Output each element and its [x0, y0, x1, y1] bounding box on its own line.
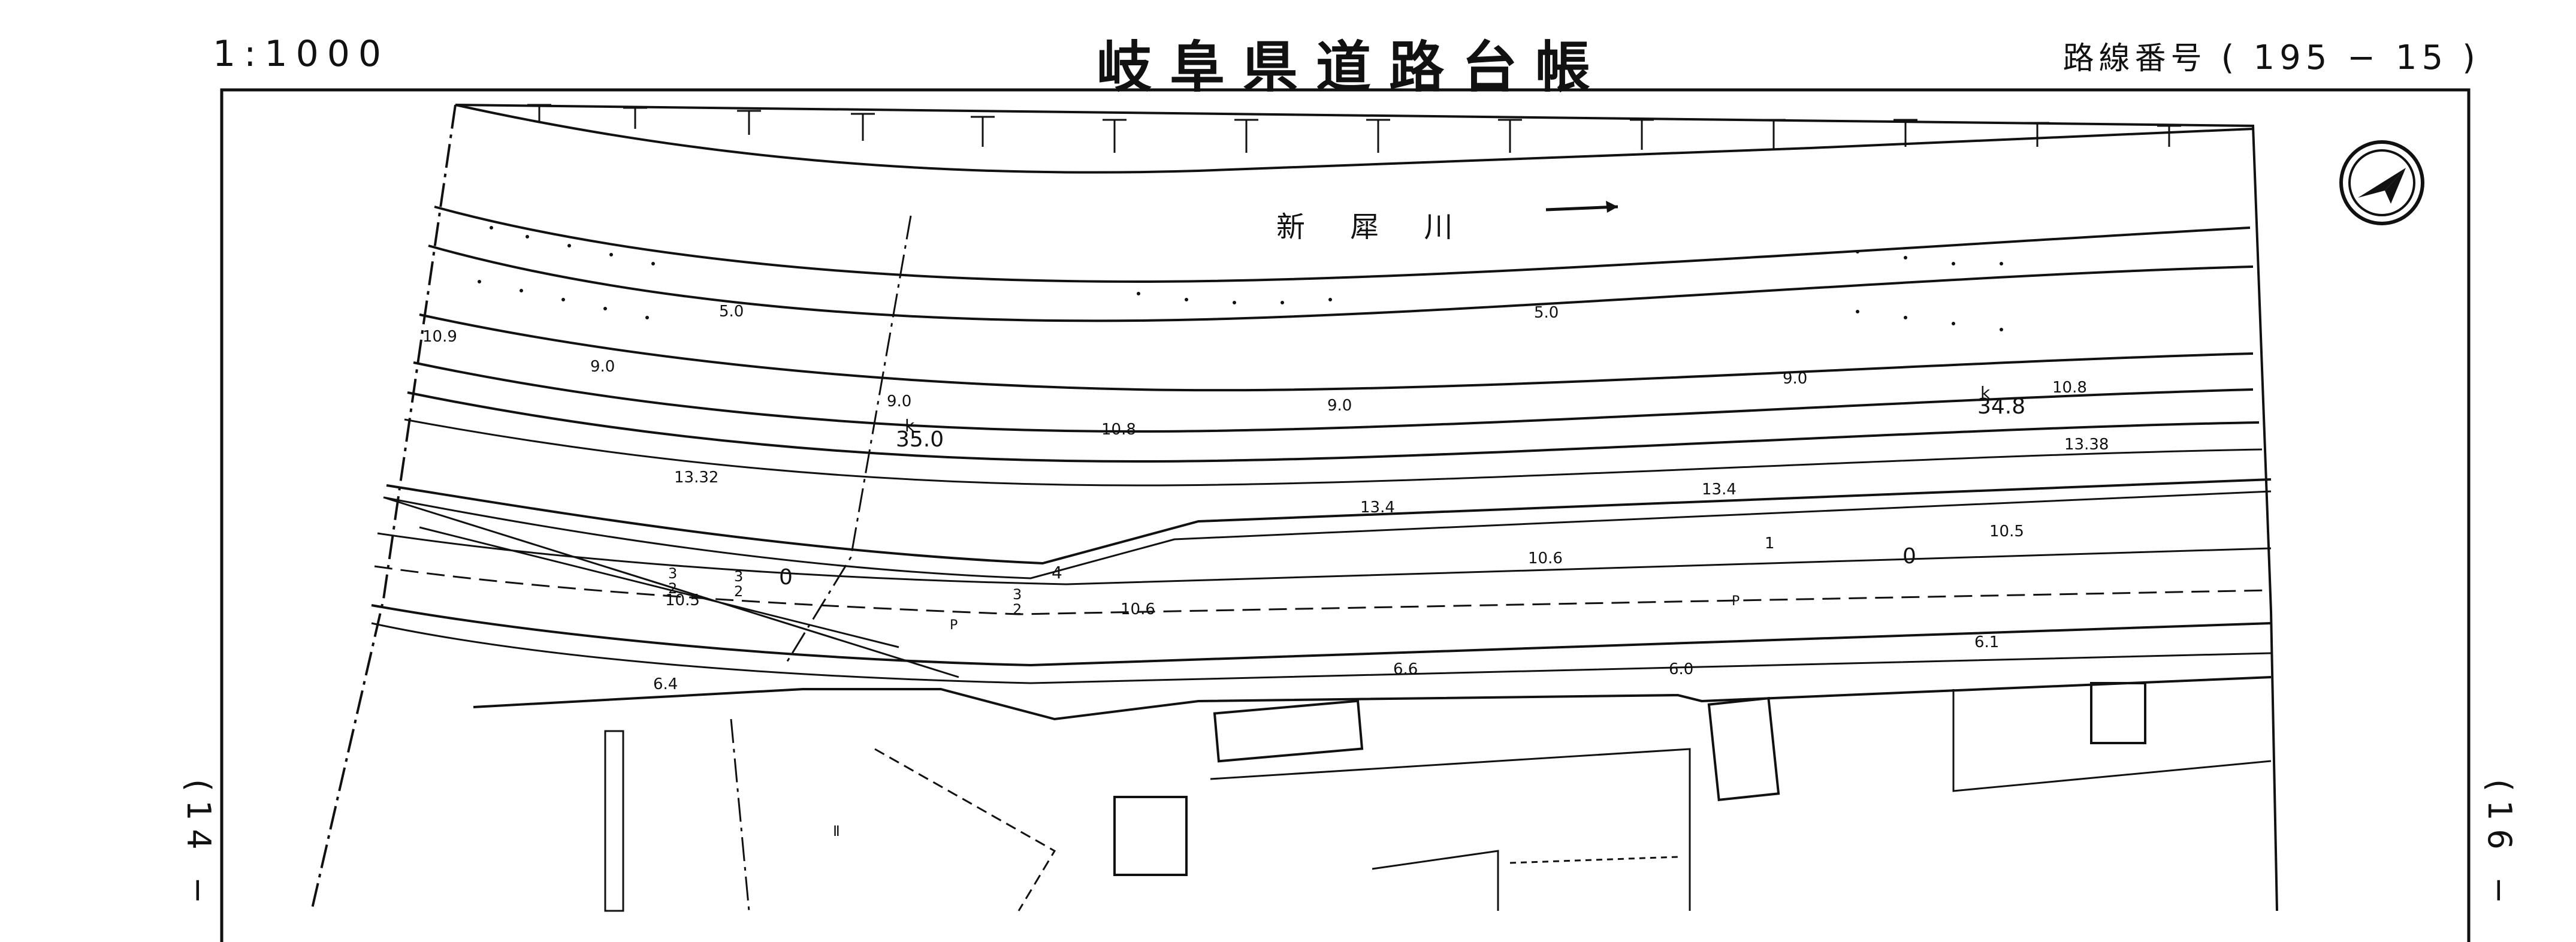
adjacent-sheet-left: (14 −	[180, 779, 218, 913]
parcel-dotted	[1509, 856, 1678, 864]
spot-height: 9.0	[887, 393, 911, 410]
building-2	[1113, 796, 1188, 876]
lane-mark: 4	[1052, 563, 1062, 582]
survey-boundary-right	[455, 104, 2278, 911]
km-post-right: 34.8	[1977, 394, 2025, 419]
side-road-diagonal	[383, 496, 959, 678]
km-post-left: 35.0	[896, 427, 944, 452]
building-3	[1707, 697, 1780, 801]
spot-height: 6.6	[1393, 660, 1418, 678]
boundary-dashed	[730, 718, 750, 911]
route-number-close-paren: )	[2462, 38, 2480, 77]
map-scale: 1:1000	[213, 33, 390, 75]
flow-arrow-head-icon	[1606, 201, 1618, 213]
lane-mark: 2	[1013, 601, 1022, 618]
spot-height: 10.5	[665, 591, 700, 609]
lane-mark: 2	[668, 580, 677, 597]
river-bank-4	[419, 313, 2254, 392]
slope-ticks-top	[527, 104, 2181, 153]
building-4	[2090, 682, 2146, 744]
km-marker: k	[905, 416, 915, 436]
side-road-diagonal-2	[419, 526, 899, 648]
road-edge-north-inner	[383, 490, 2272, 579]
river-name: 新 犀 川	[1276, 210, 1471, 244]
km-marker: k	[1980, 383, 1991, 403]
route-number-label: 路線番号	[2062, 41, 2207, 77]
route-number-value: 195 − 15	[2253, 38, 2448, 77]
flow-arrow-icon	[1545, 205, 1618, 212]
parcel-dashed	[874, 748, 1056, 911]
parcel-line-3	[1372, 850, 1499, 911]
spot-height: 6.4	[653, 675, 678, 693]
road-edge-south	[371, 604, 2272, 667]
spot-height: 10.6	[1121, 600, 1155, 618]
river-bank-6	[407, 391, 2260, 463]
lane-mark: 3	[1013, 586, 1022, 603]
spot-height: 6.0	[1669, 660, 1693, 678]
map-frame	[220, 88, 2471, 942]
lot-boundary	[473, 676, 2272, 721]
compass-needle-icon	[2339, 140, 2424, 225]
spot-height: 13.32	[674, 469, 718, 487]
lane-mark: 2	[734, 583, 743, 600]
lane-mark: 0	[1902, 544, 1916, 569]
road-lane-dashed	[374, 565, 2272, 615]
spot-height: 10.9	[422, 328, 457, 346]
misc-mark: 1	[1765, 535, 1775, 552]
building-1	[1213, 699, 1364, 763]
spot-height: 10.6	[1528, 550, 1563, 567]
parcel-line	[1210, 748, 1691, 911]
parcel-line-2	[1952, 689, 2272, 792]
spot-height: 6.1	[1974, 633, 1999, 651]
adjacent-sheet-right: (16 −	[2481, 779, 2518, 913]
spot-height: 13.4	[1702, 481, 1737, 499]
river-top-bank	[455, 104, 2254, 174]
misc-mark: P	[1732, 594, 1740, 609]
survey-boundary-left	[310, 104, 457, 911]
spot-height: 10.8	[2052, 379, 2087, 397]
river-bank-7	[404, 418, 2263, 487]
spot-height: 13.4	[1360, 499, 1395, 517]
spot-height: 5.0	[719, 303, 744, 321]
road-edge-south-outer	[371, 622, 2272, 684]
spot-height: 5.0	[1534, 304, 1559, 322]
spot-height: 10.8	[1101, 421, 1136, 439]
pole-structure	[604, 730, 624, 912]
road-centerline	[377, 532, 2272, 585]
shoal-dots	[478, 226, 2003, 331]
spot-height: 10.5	[1989, 523, 2024, 541]
lane-mark: 3	[734, 568, 743, 585]
misc-mark: Ⅱ	[833, 823, 840, 840]
lane-mark: 3	[668, 565, 677, 582]
route-number-open-paren: (	[2221, 38, 2239, 77]
misc-mark: P	[950, 618, 958, 633]
lane-mark: 0	[779, 565, 793, 590]
road-edge-north	[386, 478, 2272, 565]
river-bank-3	[428, 244, 2254, 322]
river-bank-2	[434, 206, 2251, 283]
spot-height: 13.38	[2064, 436, 2109, 454]
river-bank-5	[413, 361, 2254, 433]
spot-height: 9.0	[1327, 397, 1352, 415]
spot-height: 9.0	[1783, 370, 1807, 388]
spot-heights: 10.9 9.0 5.0 9.0 10.8 9.0 5.0 9.0 10.8 1…	[422, 303, 2109, 693]
spot-height: 9.0	[590, 358, 615, 376]
route-number-block: 路線番号 ( 195 − 15 )	[2063, 33, 2480, 78]
km-line	[784, 215, 912, 666]
